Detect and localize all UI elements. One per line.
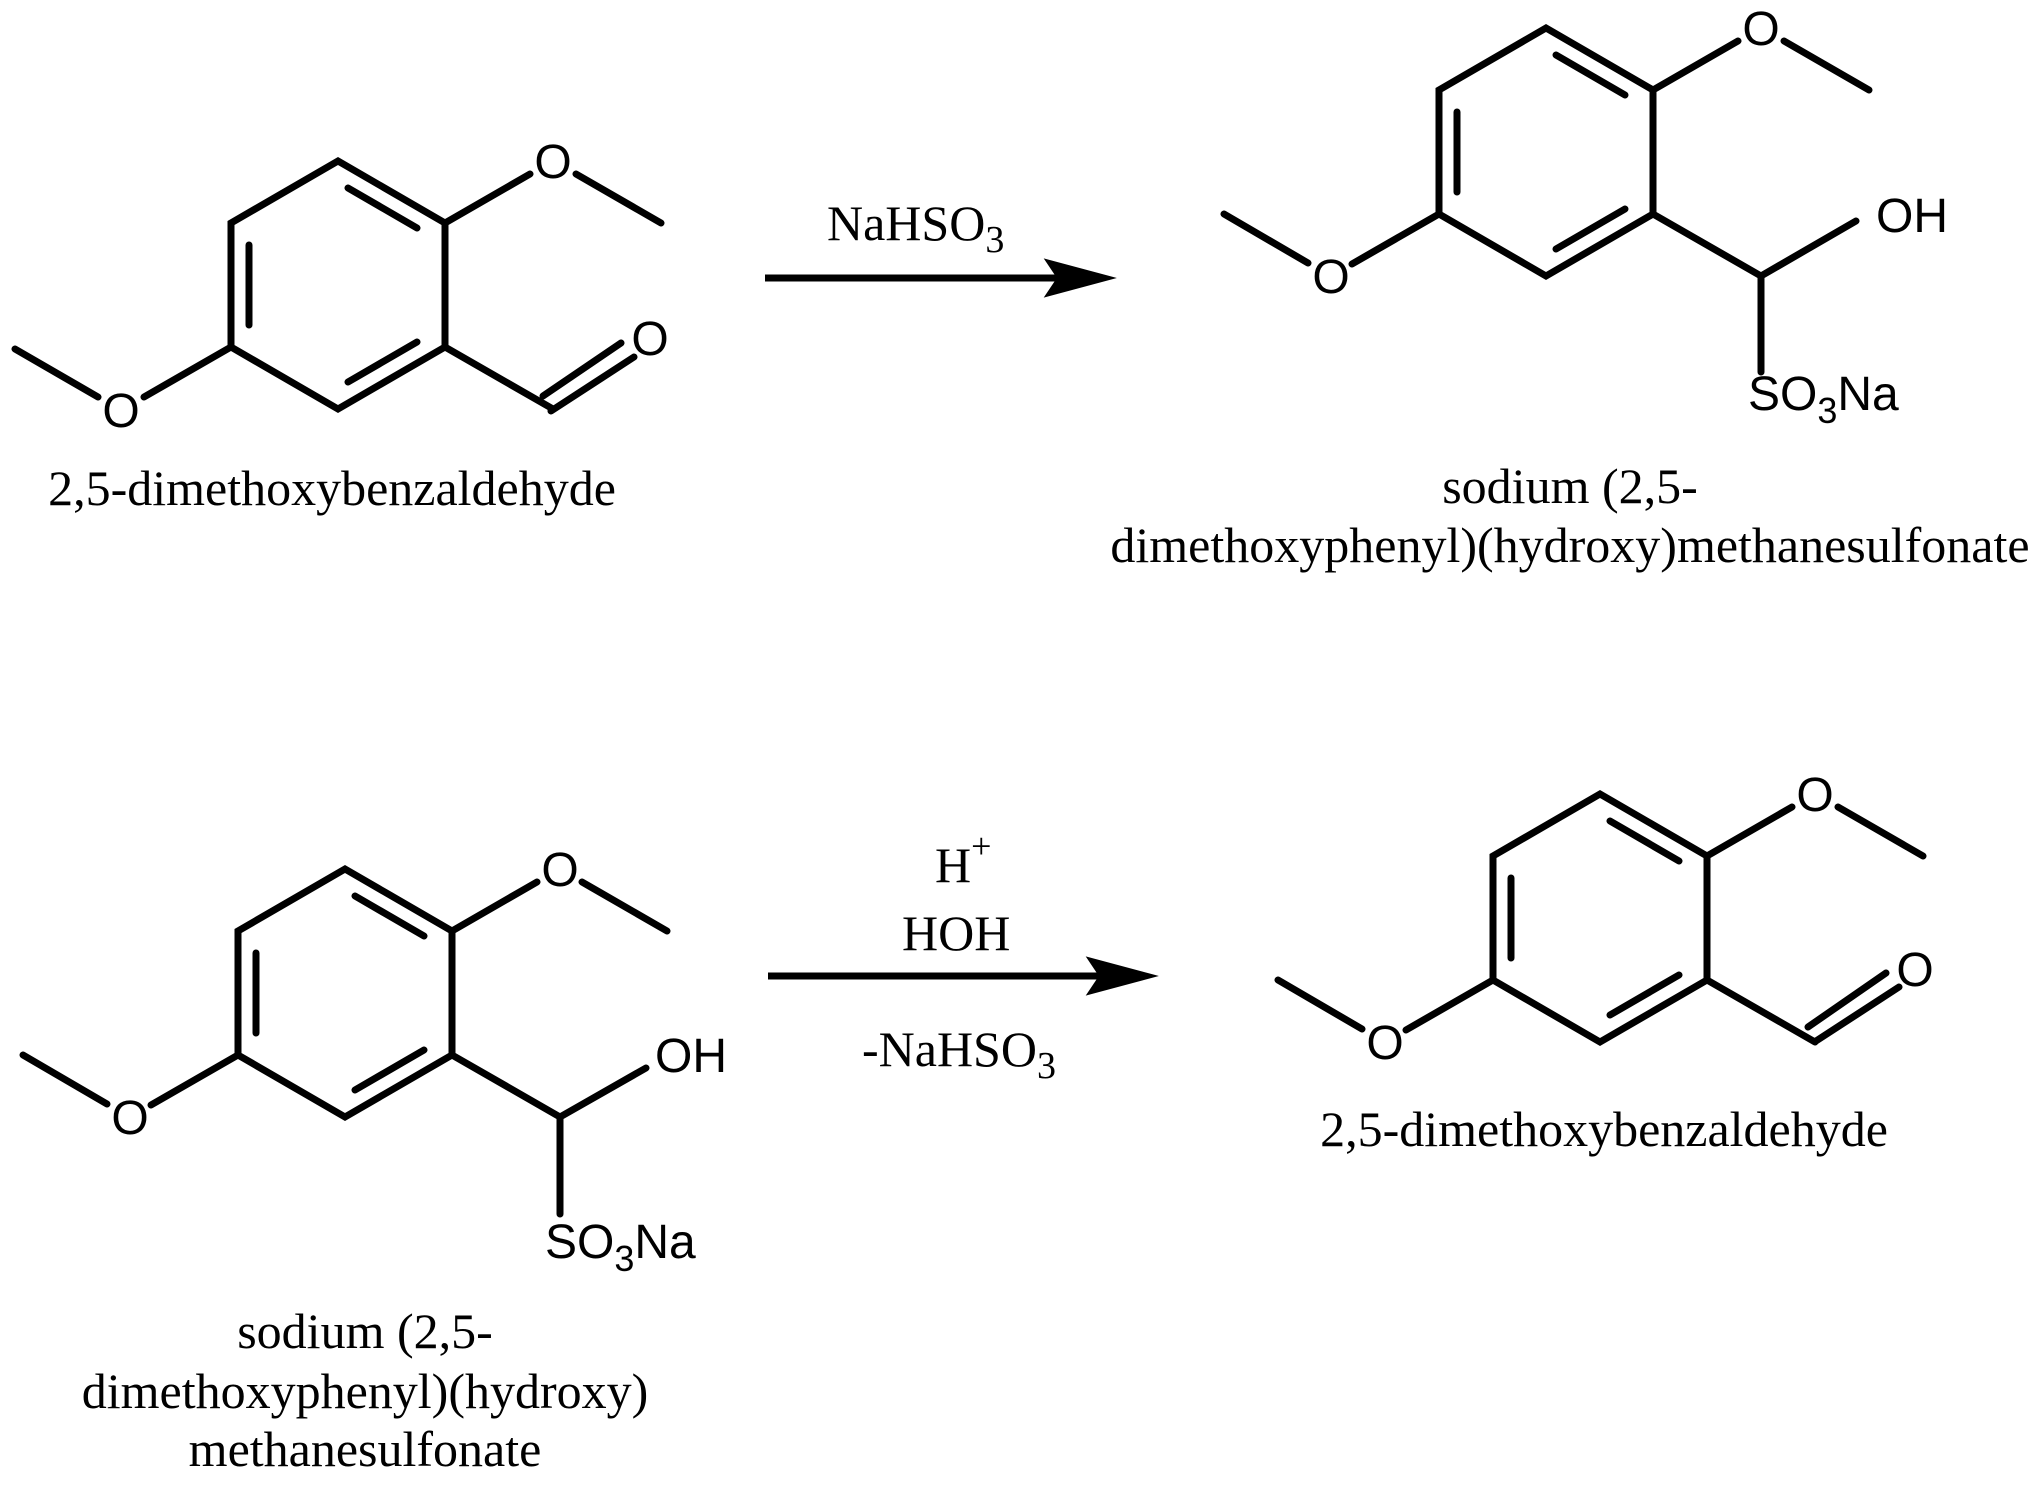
sulfonate-label: SO3Na bbox=[545, 1216, 696, 1279]
methyl-bond bbox=[1274, 976, 1366, 1033]
benzene-ring bbox=[1435, 23, 1657, 281]
reaction-arrow-1: NaHSO3 bbox=[765, 195, 1117, 298]
molecule-top-right-sulfonate: O O OH SO3Na sodium (2,5- dimethoxypheny… bbox=[1110, 3, 2029, 573]
compound-name-line2: dimethoxyphenyl)(hydroxy)methanesulfonat… bbox=[1110, 517, 2029, 573]
molecule-bottom-left-sulfonate: O O OH SO3Na sodium (2,5- dimethoxypheny… bbox=[19, 844, 727, 1477]
double-bond-inner bbox=[351, 892, 428, 940]
condition-below-text: -NaHSO bbox=[862, 1021, 1037, 1077]
oxygen-label: O bbox=[102, 385, 139, 438]
methoxy-bond bbox=[441, 170, 534, 227]
compound-name-line1: sodium (2,5- bbox=[1442, 458, 1698, 514]
methoxy-bond bbox=[1703, 803, 1796, 860]
hydroxyl-bond bbox=[556, 1064, 650, 1121]
double-bond-inner bbox=[1606, 817, 1683, 865]
benzylic-bond bbox=[448, 1051, 564, 1121]
carbonyl-bond bbox=[547, 353, 638, 415]
sulfonate-subscript: 3 bbox=[614, 1238, 634, 1279]
oxygen-label: O bbox=[1366, 1017, 1403, 1070]
double-bond-inner bbox=[1552, 205, 1629, 253]
benzene-ring bbox=[227, 156, 449, 414]
condition-below-subscript: 3 bbox=[1037, 1045, 1056, 1087]
methoxy-bond bbox=[1649, 37, 1742, 94]
oxygen-label: O bbox=[541, 844, 578, 897]
arrow-head bbox=[1085, 956, 1159, 996]
carbonyl-bond-inner bbox=[1804, 969, 1890, 1031]
sulfonate-so-text: SO bbox=[545, 1216, 614, 1269]
methyl-bond bbox=[11, 345, 102, 401]
methyl-bond bbox=[1220, 210, 1312, 267]
methoxy-bond bbox=[448, 878, 541, 935]
benzene-ring bbox=[1489, 789, 1711, 1047]
methoxy-bond bbox=[1402, 976, 1497, 1034]
condition-below: -NaHSO3 bbox=[862, 1021, 1056, 1087]
hydroxyl-label: OH bbox=[1876, 190, 1948, 243]
oxygen-label: O bbox=[631, 313, 668, 366]
condition-above-1: H+ bbox=[935, 826, 991, 893]
oxygen-label: O bbox=[1742, 3, 1779, 56]
benzene-ring bbox=[234, 864, 456, 1122]
aldehyde-bond bbox=[441, 343, 557, 413]
methoxy-bond bbox=[140, 343, 235, 401]
methyl-bond bbox=[578, 878, 671, 935]
reagent-label: NaHSO3 bbox=[827, 195, 1004, 261]
sulfonate-label: SO3Na bbox=[1748, 368, 1899, 431]
sulfonate-subscript: 3 bbox=[1817, 390, 1837, 431]
compound-name: 2,5-dimethoxybenzaldehyde bbox=[1320, 1101, 1888, 1157]
oxygen-label: O bbox=[1796, 769, 1833, 822]
methyl-bond bbox=[1834, 803, 1927, 860]
double-bond-inner bbox=[351, 1046, 428, 1094]
aldehyde-bond bbox=[1703, 976, 1819, 1046]
oxygen-label: O bbox=[111, 1092, 148, 1145]
condition-h-superscript: + bbox=[971, 826, 991, 866]
reagent-subscript: 3 bbox=[985, 219, 1004, 261]
oxygen-label: O bbox=[1312, 251, 1349, 304]
arrow-head bbox=[1043, 258, 1117, 298]
condition-above-2: HOH bbox=[902, 905, 1010, 961]
molecule-bottom-right-dimethoxybenzaldehyde: O O O 2,5-dimethoxybenzaldehyde bbox=[1274, 769, 1934, 1157]
hydroxyl-bond bbox=[1757, 217, 1860, 280]
double-bond-inner bbox=[1606, 971, 1683, 1019]
benzylic-bond bbox=[1649, 210, 1765, 280]
double-bond-inner bbox=[344, 338, 421, 386]
sulfonate-na-text: Na bbox=[1837, 368, 1899, 421]
oxygen-label: O bbox=[1896, 944, 1933, 997]
condition-h-text: H bbox=[935, 837, 971, 893]
molecule-top-left-dimethoxybenzaldehyde: O O O 2,5-dimethoxybenzaldehyde bbox=[11, 136, 669, 516]
reaction-arrow-2: H+ HOH -NaHSO3 bbox=[768, 826, 1159, 1087]
compound-name: 2,5-dimethoxybenzaldehyde bbox=[48, 460, 616, 516]
carbonyl-bond-inner bbox=[539, 339, 625, 400]
compound-name-line2: dimethoxyphenyl)(hydroxy) bbox=[82, 1363, 649, 1419]
methyl-bond bbox=[19, 1051, 111, 1108]
methoxy-bond bbox=[1348, 210, 1443, 268]
double-bond-inner bbox=[1552, 51, 1629, 99]
methoxy-bond bbox=[147, 1051, 242, 1109]
carbonyl-bond bbox=[1812, 983, 1903, 1045]
hydroxyl-label: OH bbox=[655, 1030, 727, 1083]
compound-name-line3: methanesulfonate bbox=[189, 1421, 542, 1477]
sulfonate-na-text: Na bbox=[634, 1216, 696, 1269]
sulfonate-so-text: SO bbox=[1748, 368, 1817, 421]
oxygen-label: O bbox=[534, 136, 571, 189]
methyl-bond bbox=[572, 170, 665, 227]
double-bond-inner bbox=[344, 184, 421, 232]
reagent-text: NaHSO bbox=[827, 195, 985, 251]
methyl-bond bbox=[1780, 37, 1873, 94]
compound-name-line1: sodium (2,5- bbox=[237, 1303, 493, 1359]
